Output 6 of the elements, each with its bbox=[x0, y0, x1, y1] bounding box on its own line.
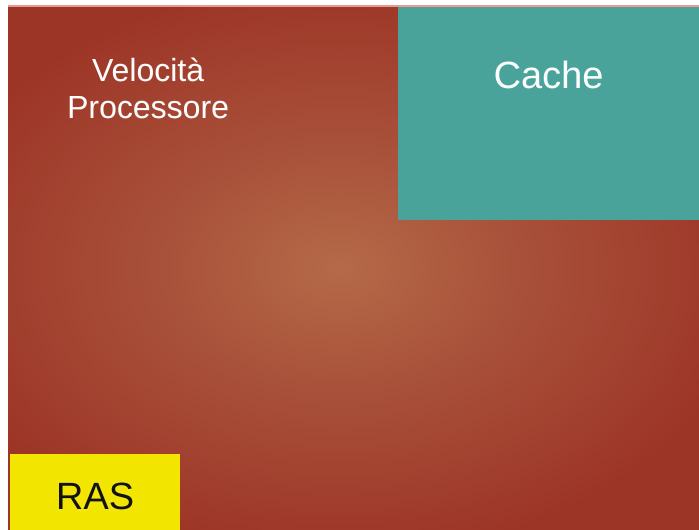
processor-speed-area bbox=[8, 5, 699, 530]
block-label: Cache bbox=[492, 55, 604, 99]
area-label: Velocità Processore bbox=[66, 52, 230, 126]
block-label: RAS bbox=[54, 476, 136, 520]
cache-block bbox=[398, 7, 699, 220]
ras-block bbox=[10, 454, 180, 530]
